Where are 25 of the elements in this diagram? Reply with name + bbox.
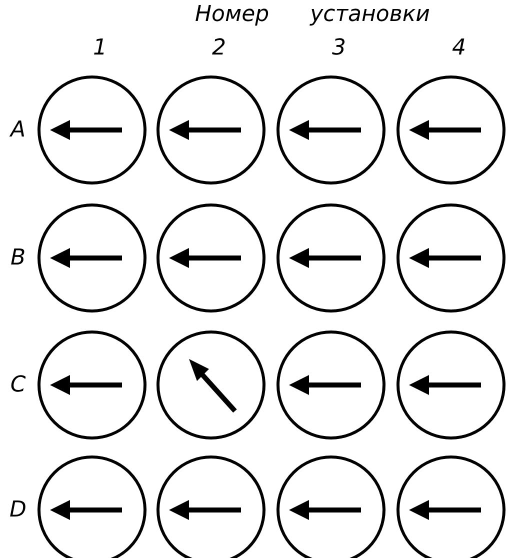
column-number: 1 — [92, 36, 108, 60]
title: Номер установки — [195, 2, 430, 27]
row-letter: B — [9, 246, 27, 270]
dial-drawing — [275, 454, 387, 558]
dial-drawing — [275, 74, 387, 186]
column-number: 3 — [331, 36, 347, 60]
dial-drawing — [275, 202, 387, 314]
row-letter: D — [8, 498, 28, 522]
column-number: 2 — [211, 36, 227, 60]
column-number: 4 — [451, 36, 467, 60]
dial-drawing — [36, 202, 148, 314]
dial-drawing — [395, 202, 507, 314]
dial-drawing — [155, 329, 267, 441]
row-letter: A — [8, 118, 27, 142]
dial-drawing — [155, 202, 267, 314]
dial-drawing — [155, 454, 267, 558]
dial-drawing — [36, 329, 148, 441]
dial-drawing — [395, 74, 507, 186]
dial-drawing — [155, 74, 267, 186]
dial-drawing — [395, 454, 507, 558]
dial-drawing — [275, 329, 387, 441]
row-letter: C — [9, 372, 27, 398]
dial-drawing — [36, 454, 148, 558]
dial-drawing — [395, 329, 507, 441]
dial-drawing — [36, 74, 148, 186]
